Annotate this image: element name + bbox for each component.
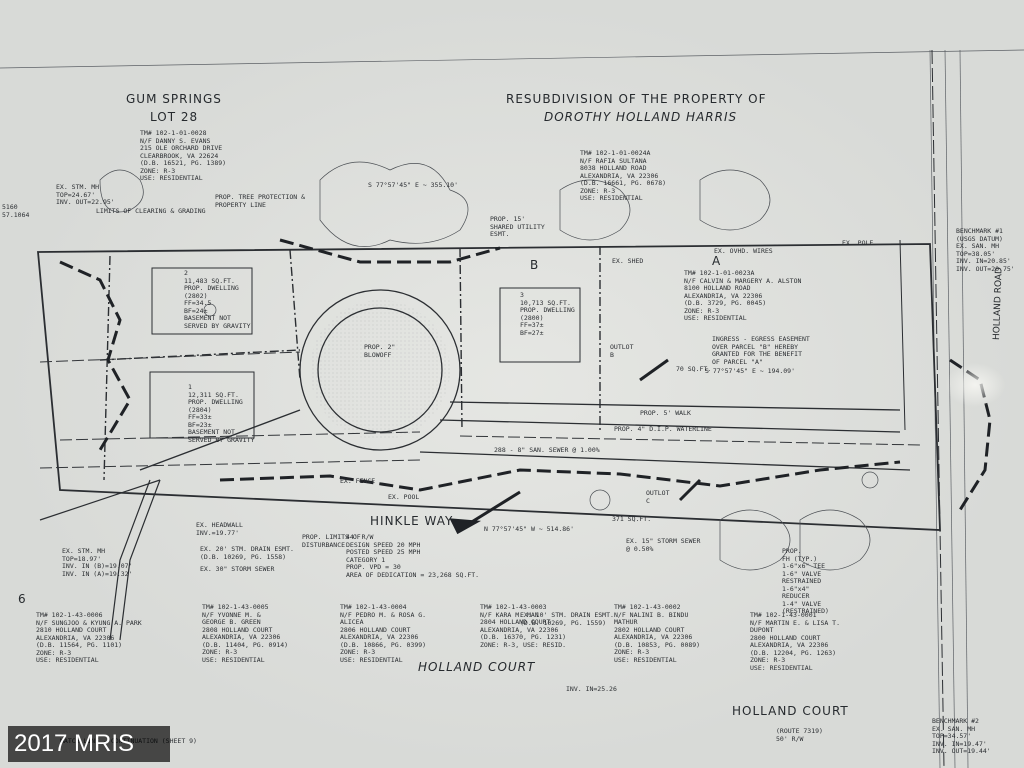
- storm-sewer-note: EX. 15" STORM SEWER @ 0.50%: [626, 537, 701, 553]
- hinkle-way-info: 44' R/W DESIGN SPEED 20 MPH POSTED SPEED…: [346, 533, 480, 579]
- outlot-c-label: OUTLOT C: [646, 489, 670, 505]
- gum-springs-lot-label: LOT 28: [150, 110, 199, 124]
- mris-watermark: 2017 MRIS: [8, 726, 170, 762]
- stm-drain-note: EX. 20' STM. DRAIN ESMT. (D.B. 10269, PG…: [200, 545, 294, 561]
- ex-fence-label: EX. FENCE: [340, 477, 376, 485]
- outlot-b-area: 70 SQ.FT.: [676, 365, 712, 373]
- parcel-right: TM# 102-1-01-0023A N/F CALVIN & MARGERY …: [684, 269, 802, 322]
- holland-road-lines: [899, 49, 945, 768]
- parcel-bottom-1: TM# 102-1-43-0006 N/F SUNGJOO & KYUNG A.…: [36, 611, 142, 664]
- lot-b-label: B: [530, 258, 540, 272]
- ingress-note: INGRESS - EGRESS EASEMENT OVER PARCEL "B…: [712, 335, 810, 366]
- inv-right-label: INV. IN=25.26: [566, 685, 617, 693]
- holland-court-center: HOLLAND COURT: [418, 660, 536, 674]
- ex-ovhd-wires: EX. OVHD. WIRES: [714, 247, 773, 255]
- title-line-2: DOROTHY HOLLAND HARRIS: [544, 110, 738, 124]
- ex-pole-label: EX. POLE: [842, 239, 874, 247]
- san-sewer-label: 288 - 8" SAN. SEWER @ 1.00%: [494, 446, 600, 454]
- lot-2-label: 2 11,483 SQ.FT. PROP. DWELLING (2802) FF…: [184, 269, 251, 330]
- gum-springs-label: GUM SPRINGS: [126, 92, 222, 106]
- holland-court-bottom: HOLLAND COURT: [732, 704, 849, 718]
- ex-stm-mh-2: EX. STM. MH TOP=18.97' INV. IN (B)=19.07…: [62, 547, 133, 578]
- parcel-top-center: TM# 102-1-01-0024A N/F RAFIA SULTANA 803…: [580, 149, 667, 202]
- storm-sewer-30-note: EX. 30" STORM SEWER: [200, 565, 275, 573]
- lot-1-label: 1 12,311 SQ.FT. PROP. DWELLING (2804) FF…: [188, 383, 255, 444]
- utility-lines: [39, 351, 921, 469]
- blowoff-label: PROP. 2" BLOWOFF: [364, 343, 396, 359]
- tree-protection-note: PROP. TREE PROTECTION & PROPERTY LINE: [215, 193, 306, 209]
- outlot-b-label: OUTLOT B: [610, 343, 634, 359]
- ex-stm-mh-label: EX. STM. MH TOP=24.67' INV. OUT=22.95': [56, 183, 115, 206]
- outlot-c-area: 371 SQ.FT.: [612, 515, 652, 523]
- parcel-bottom-5: TM# 102-1-43-0002 N/F NALINI B. BINDU MA…: [614, 603, 701, 664]
- parcel-bottom-2: TM# 102-1-43-0005 N/F YVONNE M. & GEORGE…: [202, 603, 289, 664]
- shared-utility-note: PROP. 15' SHARED UTILITY ESMT.: [490, 215, 545, 238]
- lot-6-label: 6: [18, 592, 27, 606]
- arrows: [449, 358, 702, 535]
- title-line-1: RESUBDIVISION OF THE PROPERTY OF: [506, 92, 767, 106]
- ex-shed-label: EX. SHED: [612, 257, 644, 265]
- sheet-frame: [0, 49, 1024, 768]
- walk-label: PROP. 5' WALK: [640, 409, 691, 417]
- stm-drain-esmt-note: EX. 10' STM. DRAIN ESMT. (D.B. 10269, PG…: [520, 611, 614, 627]
- parcel-bottom-6: TM# 102-1-43-0001 N/F MARTIN E. & LISA T…: [750, 611, 841, 672]
- cul-de-sac-hatch: [310, 300, 450, 440]
- limits-disturbance-note: PROP. LIMITS OF DISTURBANCE: [302, 533, 361, 549]
- headwall-note: EX. HEADWALL INV.=19.77': [196, 521, 243, 537]
- reducer-note: PROP. FH (TYP.) 1-6"x6" TEE 1-6" VALVE R…: [782, 547, 829, 615]
- dwellings: [149, 267, 581, 439]
- benchmark-1: BENCHMARK #1 (USGS DATUM) EX. SAN. MH TO…: [956, 227, 1015, 273]
- hinkle-way-label: HINKLE WAY: [370, 514, 454, 528]
- tree-symbols: [99, 161, 879, 571]
- bearing-bottom: N 77°57'45" W ~ 514.86': [484, 525, 575, 533]
- waterline-label: PROP. 4" D.I.P. WATERLINE: [614, 425, 712, 433]
- value-5160: 5160 57.1064: [2, 203, 30, 219]
- bearing-right: S 77°57'45" E ~ 194.09': [705, 367, 796, 375]
- limits-clearing-note: LIMITS OF CLEARING & GRADING: [96, 207, 206, 215]
- light-glare: [945, 363, 1005, 407]
- lot-3-label: 3 10,713 SQ.FT. PROP. DWELLING (2800) FF…: [520, 291, 575, 337]
- parcel-bottom-4: TM# 102-1-43-0003 N/F KARA M. MAN 2804 H…: [480, 603, 567, 649]
- storm-pipes: [39, 479, 161, 641]
- bearing-top: S 77°57'45" E ~ 355.10': [368, 181, 459, 189]
- parcel-bottom-3: TM# 102-1-43-0004 N/F PEDRO M. & ROSA G.…: [340, 603, 427, 664]
- parcel-top-left: TM# 102-1-01-0028 N/F DANNY S. EVANS 215…: [140, 129, 227, 182]
- lot-lines: [99, 246, 601, 481]
- outlot-a-label: A: [712, 254, 722, 268]
- benchmark-2: BENCHMARK #2 EX. SAN. MH TOP=34.57' INV.…: [932, 717, 991, 755]
- holland-court-route: (ROUTE 7319) 50' R/W: [776, 727, 823, 743]
- ex-pool-label: EX. POOL: [388, 493, 420, 501]
